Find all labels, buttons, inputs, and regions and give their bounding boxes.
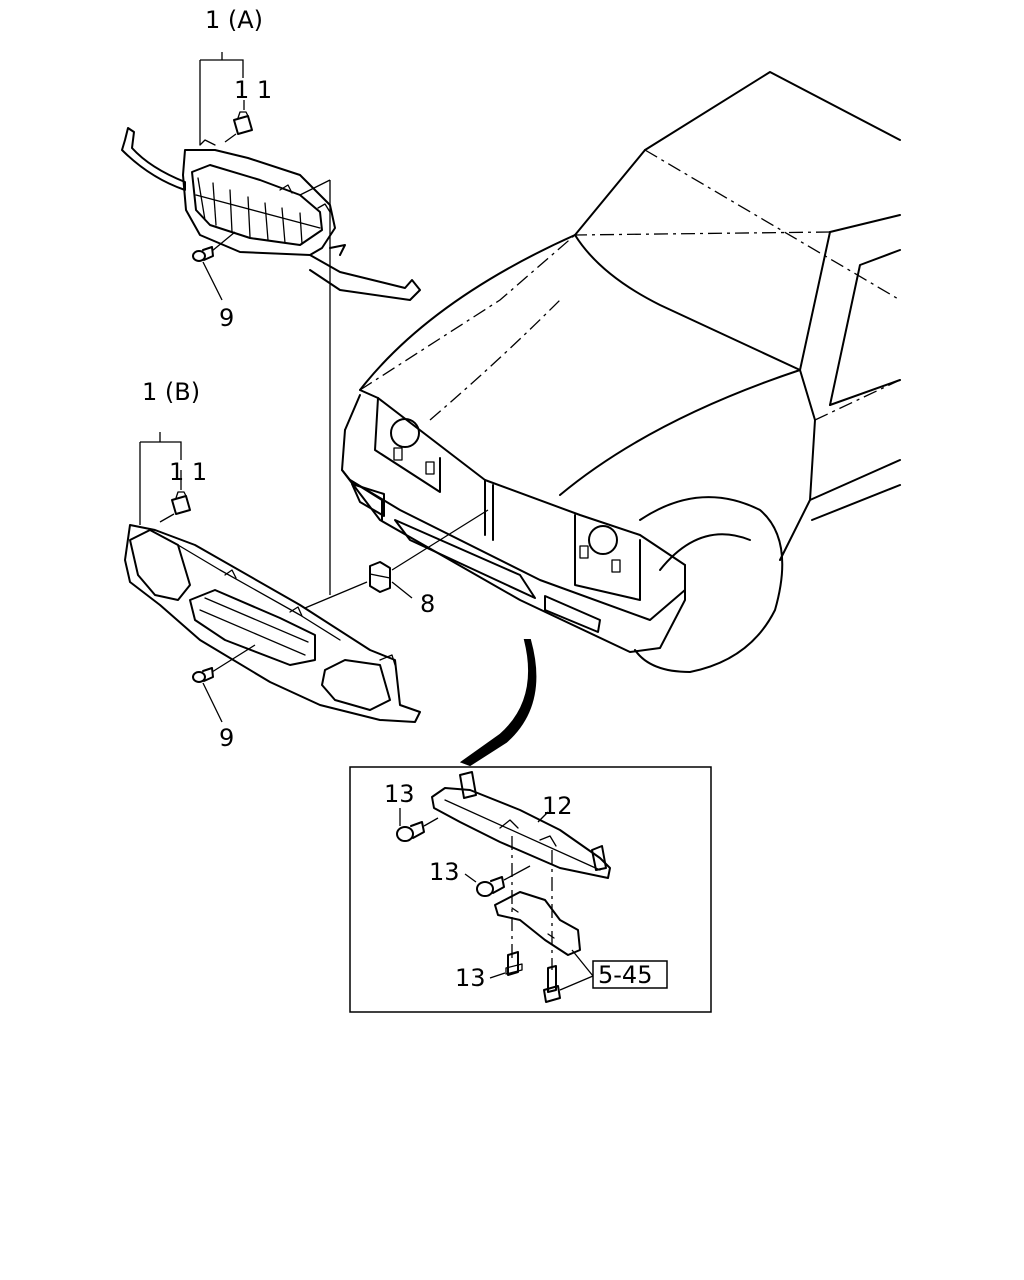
label-clip-lower: 1 1	[169, 458, 207, 486]
reference-box	[592, 960, 668, 989]
callout-bracket-1b	[139, 432, 182, 525]
detail-box	[349, 766, 712, 1013]
grille-type-a	[121, 127, 421, 301]
stud-bolt-ref-5-45	[543, 949, 594, 1003]
bolt-part-13-top	[396, 808, 439, 842]
clip-part-11-lower	[159, 470, 191, 523]
label-bracket: 12	[542, 792, 573, 820]
screw-part-9-upper	[192, 231, 236, 301]
detail-alignment-lines	[511, 836, 553, 970]
vehicle-illustration	[341, 71, 901, 673]
bolt-part-13-bottom	[489, 951, 523, 979]
detail-arrow	[459, 639, 537, 767]
label-grille-a: 1 (A)	[205, 6, 263, 34]
label-clip-upper: 1 1	[234, 76, 272, 104]
alignment-lines	[299, 179, 331, 595]
label-reference: 5-45	[598, 961, 652, 989]
label-screw-lower: 9	[219, 724, 234, 752]
mounting-plate	[494, 891, 581, 956]
bolt-part-13-middle	[464, 865, 531, 897]
label-bolt-middle: 13	[429, 858, 460, 886]
screw-part-9-lower	[192, 644, 256, 723]
clip-part-11-upper	[224, 100, 253, 143]
label-screw-upper: 9	[219, 304, 234, 332]
label-bolt-top: 13	[384, 780, 415, 808]
label-nut: 8	[420, 590, 435, 618]
label-grille-b: 1 (B)	[142, 378, 200, 406]
grille-type-b	[124, 524, 421, 723]
label-bolt-bottom: 13	[455, 964, 486, 992]
nut-part-8	[304, 509, 489, 609]
callout-bracket-1a	[199, 52, 244, 145]
bracket-part-12	[431, 771, 611, 879]
